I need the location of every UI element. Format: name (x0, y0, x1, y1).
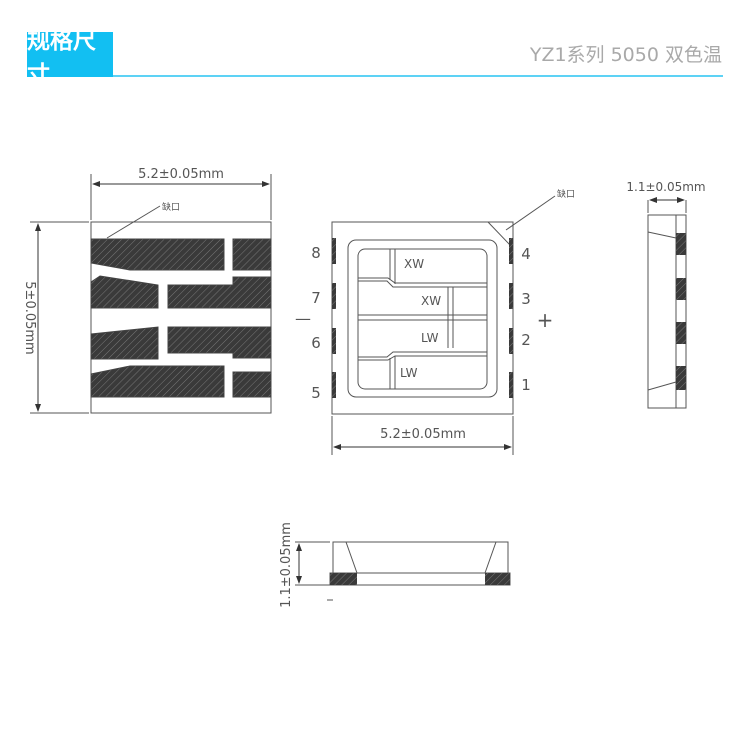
pin-1: 1 (521, 376, 531, 394)
bottom-view (295, 541, 511, 601)
top-view (30, 174, 272, 414)
front-notch-label: 缺口 (557, 188, 575, 200)
chip-label-4: LW (400, 366, 418, 380)
top-width-dimension: 5.2±0.05mm (138, 167, 224, 182)
top-height-dimension: 5±0.05mm (22, 281, 37, 354)
chip-label-2: XW (421, 294, 441, 308)
section-title: 规格尺寸 (27, 28, 113, 88)
pin-2: 2 (521, 331, 531, 349)
pin-4: 4 (521, 245, 531, 263)
side-view (647, 197, 687, 409)
front-view (331, 195, 556, 455)
chip-label-3: LW (421, 331, 439, 345)
pin-5: 5 (311, 384, 321, 402)
pin-7: 7 (311, 289, 321, 307)
title-underline (113, 75, 723, 77)
front-width-dimension: 5.2±0.05mm (380, 427, 466, 442)
product-subtitle: YZ1系列 5050 双色温 (529, 44, 722, 66)
chip-label-1: XW (404, 257, 424, 271)
minus-polarity: — (295, 309, 311, 328)
pin-3: 3 (521, 290, 531, 308)
pin-8: 8 (311, 244, 321, 262)
bottom-thickness-dimension: 1.1±0.05mm (279, 522, 294, 608)
pin-6: 6 (311, 334, 321, 352)
side-thickness-dimension: 1.1±0.05mm (626, 180, 705, 194)
plus-polarity: + (537, 308, 554, 332)
top-notch-label: 缺口 (162, 201, 180, 213)
